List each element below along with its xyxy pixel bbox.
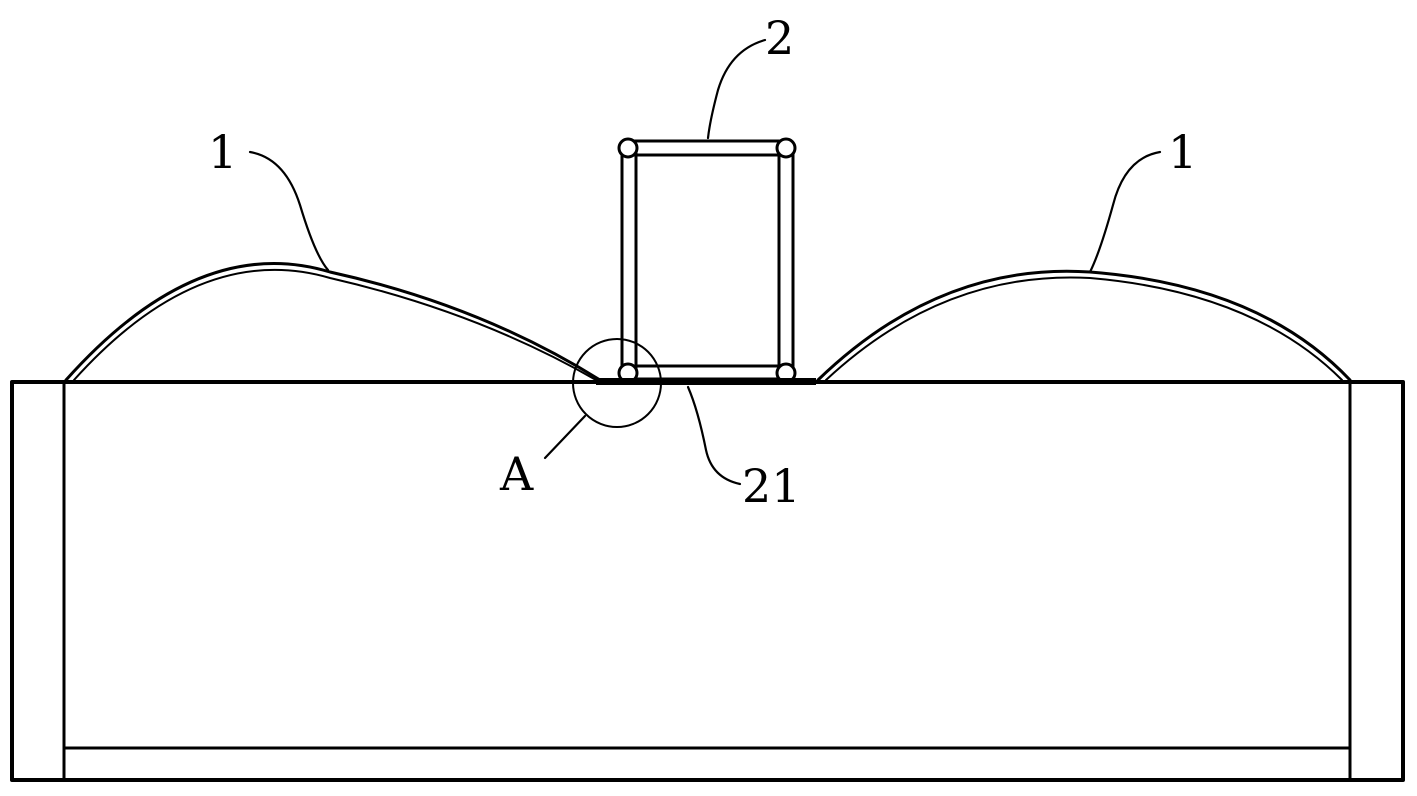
leader-dome-left	[248, 150, 330, 272]
dome-right	[816, 269, 1352, 382]
frame	[617, 137, 797, 384]
base-body	[10, 380, 1405, 782]
leader-dome-right	[1088, 150, 1162, 274]
dome-left	[64, 262, 602, 382]
base-outline	[10, 380, 1405, 782]
label-frame: 2	[765, 11, 794, 65]
label-detail-a: A	[499, 447, 534, 501]
frame-base-plate	[596, 378, 816, 385]
dome-right-inner	[825, 276, 1343, 381]
hinge-pin-top-left	[617, 137, 639, 159]
detail-circle-a	[572, 338, 662, 428]
label-dome-right: 1	[1168, 125, 1197, 179]
label-dome-left: 1	[208, 125, 237, 179]
dome-left-inner	[73, 268, 597, 381]
label-frame-base: 21	[742, 459, 801, 513]
hinge-pin-top-right	[775, 137, 797, 159]
leader-frame-base	[686, 385, 742, 486]
dome-left-outer	[64, 262, 602, 382]
leader-frame	[706, 38, 767, 140]
leader-detail-a	[543, 414, 587, 460]
